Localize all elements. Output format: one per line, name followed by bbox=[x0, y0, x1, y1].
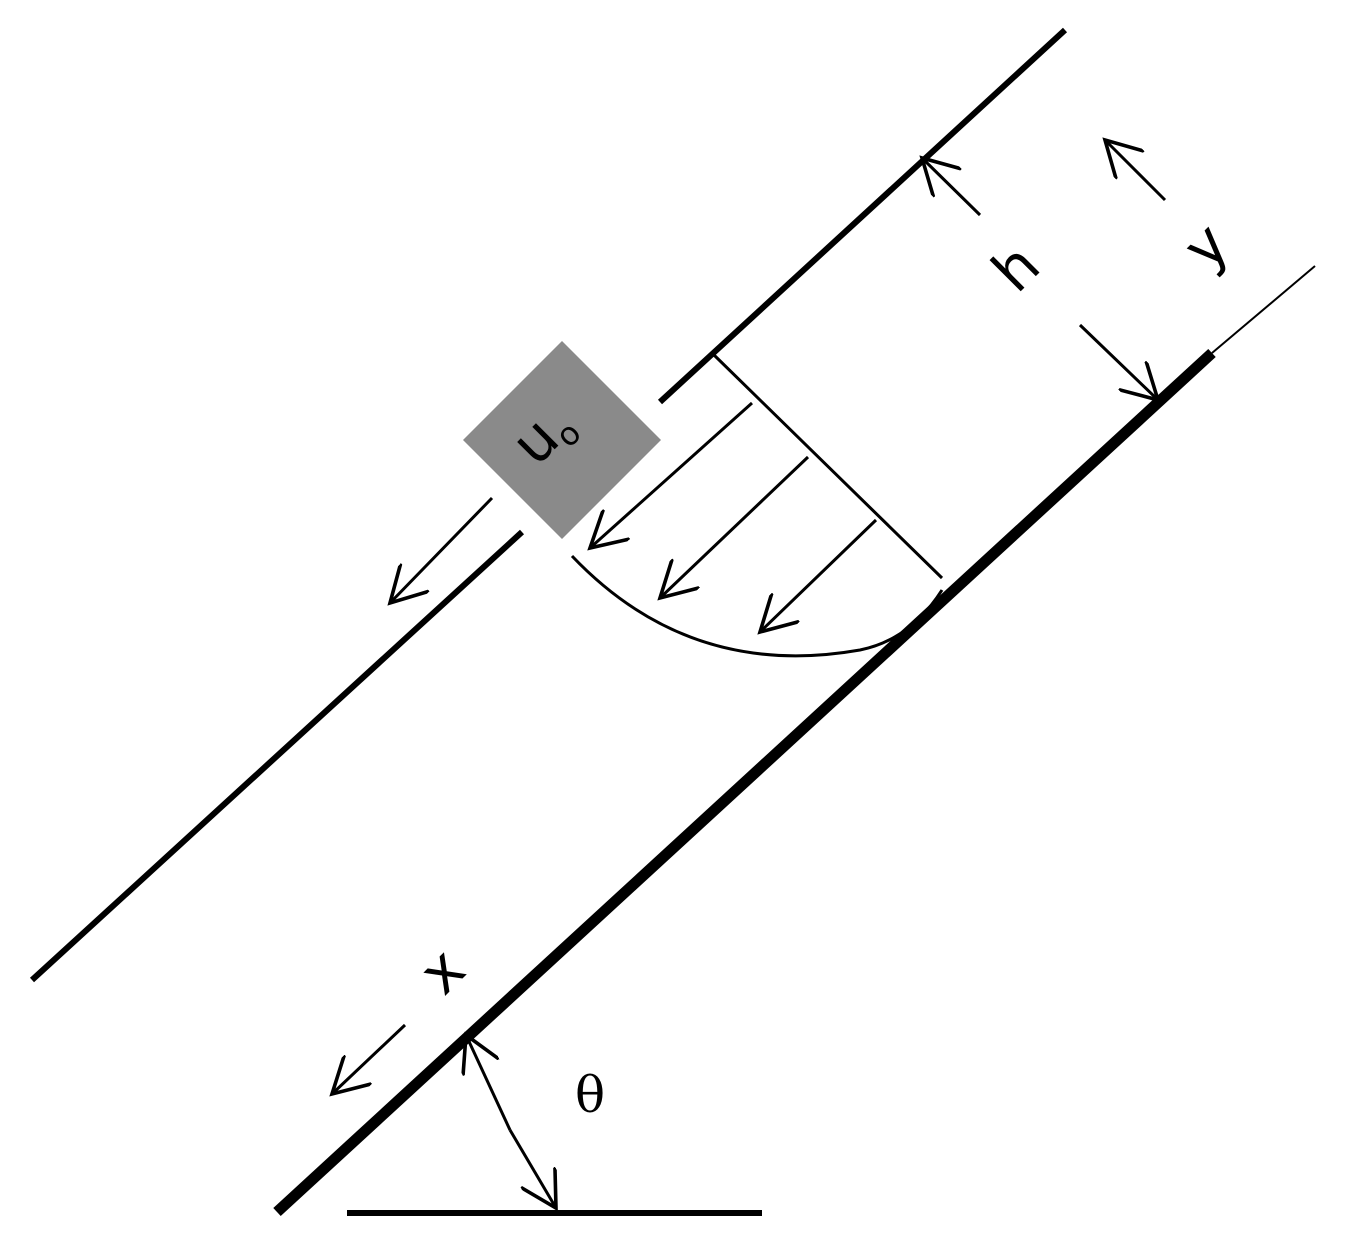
y-label: y bbox=[1170, 210, 1242, 282]
x-axis-arrow bbox=[332, 1023, 407, 1094]
theta-label: θ bbox=[575, 1066, 605, 1124]
y-axis-arrow bbox=[1105, 140, 1167, 202]
theta-angle-arrow-up bbox=[466, 1035, 512, 1131]
profile-baseline bbox=[712, 353, 944, 580]
block-velocity-arrow bbox=[390, 496, 494, 603]
velocity-arrow-3 bbox=[760, 518, 878, 632]
velocity-arrow-1 bbox=[590, 401, 754, 548]
velocity-arrow-2 bbox=[660, 455, 810, 598]
plate-extension bbox=[1211, 265, 1316, 354]
upper-surface-line-upper bbox=[657, 27, 1068, 405]
velocity-profile-curve bbox=[570, 554, 944, 658]
x-label: x bbox=[406, 935, 478, 1007]
h-label: h bbox=[979, 231, 1053, 305]
theta-angle-arrow-down bbox=[508, 1129, 556, 1208]
upper-surface-line-lower bbox=[29, 529, 525, 983]
inclined-plate bbox=[273, 348, 1216, 1217]
h-dimension-arrow-bottom bbox=[1078, 323, 1158, 400]
h-dimension-arrow-top bbox=[922, 158, 982, 217]
